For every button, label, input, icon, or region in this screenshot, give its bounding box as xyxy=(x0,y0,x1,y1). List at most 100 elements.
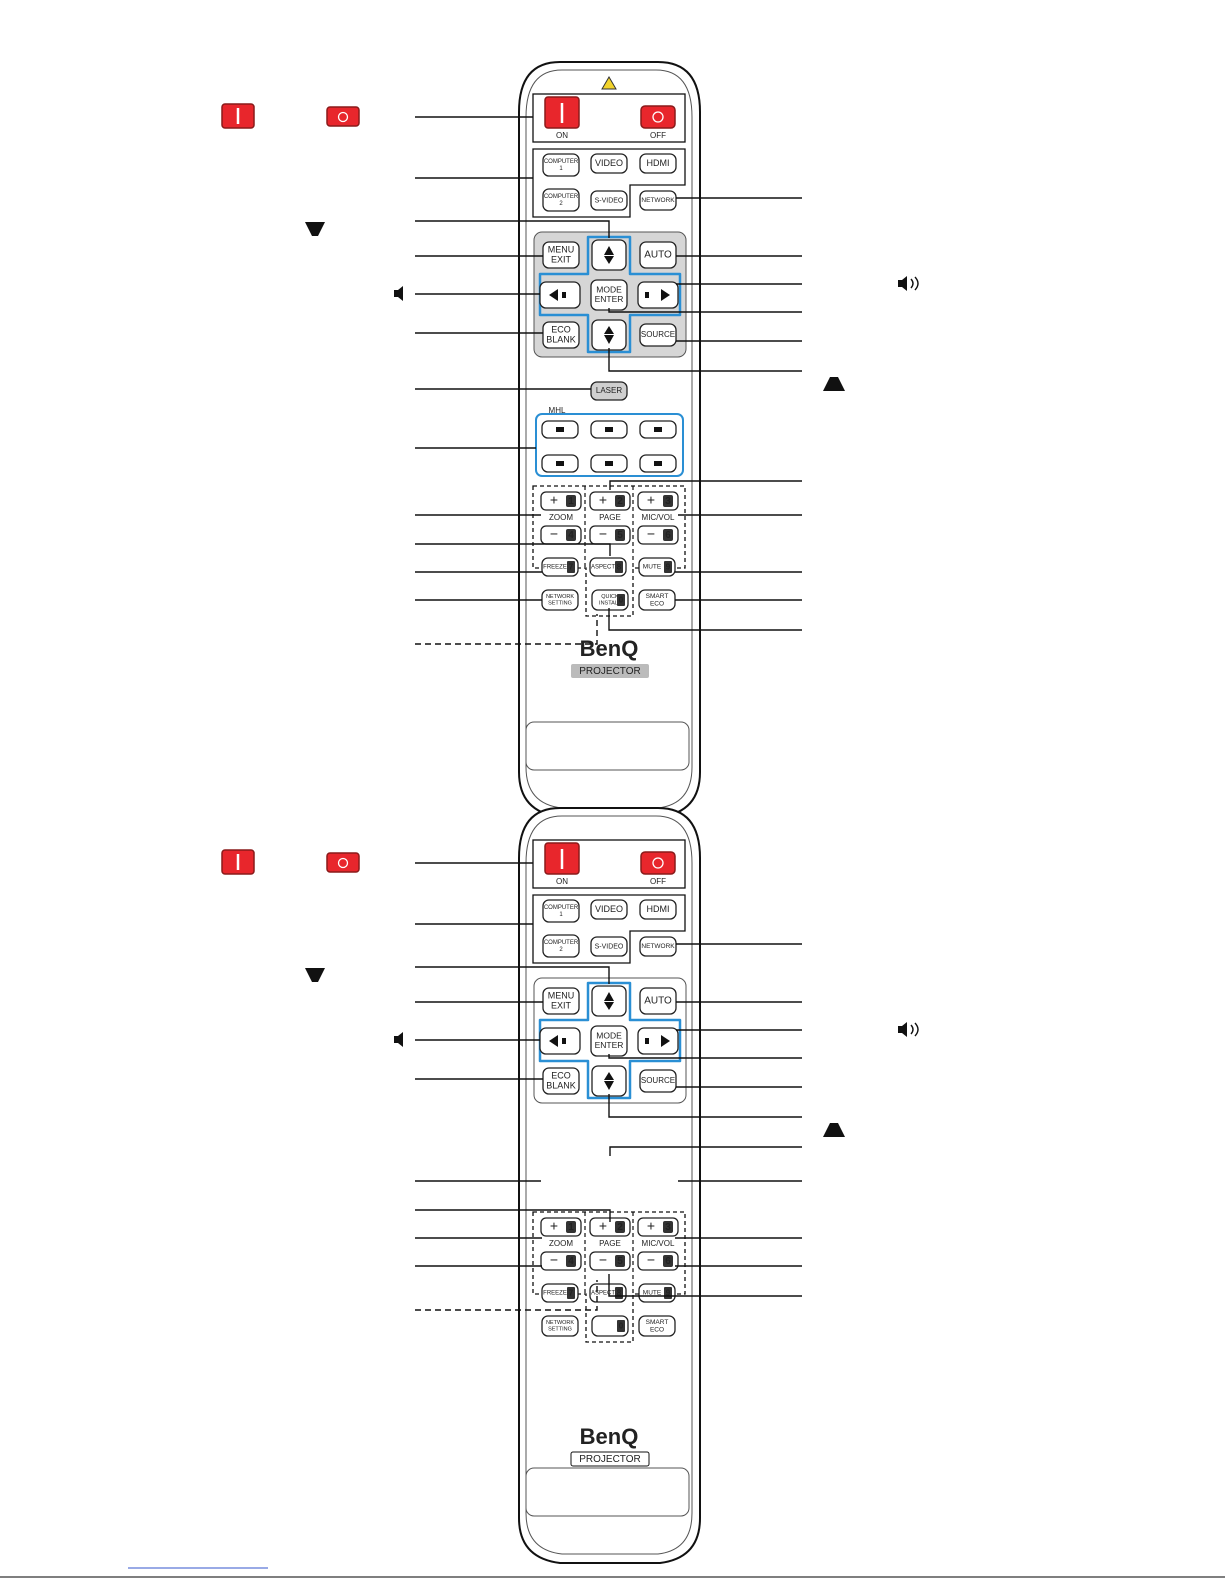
network-setting-button-text: NETWORK xyxy=(546,1320,574,1326)
menu-exit-button-body xyxy=(542,987,580,1015)
hdmi-button[interactable]: HDMI xyxy=(639,899,677,920)
right-vol-up-button-body xyxy=(637,1027,679,1055)
micvol-minus-button[interactable]: −6 xyxy=(637,525,679,545)
page-plus-button-digit-box xyxy=(615,495,625,507)
side-keystone-up-icon-1 xyxy=(823,377,845,391)
computer1-button-body xyxy=(542,899,580,923)
micvol-plus-button-digit-box xyxy=(663,1221,673,1233)
computer1-button-text: 1 xyxy=(559,166,563,172)
auto-button[interactable]: AUTO xyxy=(639,241,677,269)
smart-eco-button-text: SMART xyxy=(646,593,669,600)
eco-blank-button-text: ECO xyxy=(551,324,571,334)
mhl-rewind-button[interactable] xyxy=(541,454,579,473)
freeze-digit: 7 xyxy=(569,563,574,572)
quick-install-button[interactable]: 0 xyxy=(591,1315,629,1337)
right-arrow-icon xyxy=(661,1035,670,1047)
power-frame xyxy=(532,93,686,143)
power-off-button[interactable] xyxy=(640,105,676,129)
zoom-minus-button-digit: 4 xyxy=(568,1256,574,1267)
right-vol-up-button[interactable] xyxy=(637,281,679,309)
video-button[interactable]: VIDEO xyxy=(590,153,628,174)
zero-digit: 0 xyxy=(619,1322,624,1331)
page-plus-button[interactable]: +2 xyxy=(589,491,631,511)
mhl-prev-button[interactable] xyxy=(541,420,579,439)
micvol-minus-button[interactable]: −6 xyxy=(637,1251,679,1271)
side-volume-down-icon-1 xyxy=(394,286,403,301)
zoom-minus-button[interactable]: −4 xyxy=(540,1251,582,1271)
zoom-plus-button[interactable]: +1 xyxy=(540,491,582,511)
menu-exit-button-body xyxy=(542,241,580,269)
mhl-play-pause-button[interactable] xyxy=(590,420,628,439)
mhl-forward-button[interactable] xyxy=(639,454,677,473)
svideo-button[interactable]: S-VIDEO xyxy=(590,190,628,211)
micvol-plus-button[interactable]: +3 xyxy=(637,491,679,511)
laser-button[interactable]: LASER xyxy=(590,381,628,401)
network-button[interactable]: NETWORK xyxy=(639,190,677,211)
micvol-minus-button-sign: − xyxy=(647,526,655,542)
projector-logo-text: PROJECTOR xyxy=(579,666,641,677)
left-vol-down-button-body xyxy=(539,1027,581,1055)
page-minus-button[interactable]: −5 xyxy=(589,1251,631,1271)
keystone-down-button[interactable] xyxy=(591,1065,627,1097)
keystone-up-icon-base xyxy=(604,256,614,264)
keystone-down-button[interactable] xyxy=(591,319,627,351)
network-setting-button-text: SETTING xyxy=(548,601,572,607)
menu-exit-button-text: EXIT xyxy=(551,1000,572,1010)
source-button[interactable]: SOURCE xyxy=(639,323,677,347)
computer1-button-text: COMPUTER xyxy=(544,905,579,911)
zoom-minus-button-digit-box xyxy=(566,1255,576,1267)
page-plus-button[interactable]: +2 xyxy=(589,1217,631,1237)
hdmi-button[interactable]: HDMI xyxy=(639,153,677,174)
zoom-minus-button[interactable]: −4 xyxy=(540,525,582,545)
source-button[interactable]: SOURCE xyxy=(639,1069,677,1093)
keystone-up-button[interactable] xyxy=(591,985,627,1017)
eco-blank-button-body xyxy=(542,321,580,349)
left-arrow-icon xyxy=(549,1035,558,1047)
side-power-off-ring-2 xyxy=(337,857,349,869)
video-button[interactable]: VIDEO xyxy=(590,899,628,920)
keystone-up-button[interactable] xyxy=(591,239,627,271)
eco-blank-button-text: BLANK xyxy=(546,334,576,344)
source-button-text: SOURCE xyxy=(641,1076,675,1085)
micvol-plus-button[interactable]: +3 xyxy=(637,1217,679,1237)
freeze-text: FREEZE xyxy=(543,1291,567,1297)
smart-eco-button-body xyxy=(638,1315,676,1337)
power-off-button[interactable] xyxy=(640,851,676,875)
laser-button-text: LASER xyxy=(596,386,622,395)
auto-button[interactable]: AUTO xyxy=(639,987,677,1015)
zoom-plus-button[interactable]: +1 xyxy=(540,1217,582,1237)
network-button[interactable]: NETWORK xyxy=(639,936,677,957)
computer2-button-body xyxy=(542,934,580,958)
right-vol-up-button[interactable] xyxy=(637,1027,679,1055)
page-minus-button[interactable]: −5 xyxy=(589,525,631,545)
page-label: PAGE xyxy=(599,513,621,522)
mhl-next-button[interactable] xyxy=(639,420,677,439)
left-vol-down-button[interactable] xyxy=(539,1027,581,1055)
mhl-stop-button[interactable] xyxy=(590,454,628,473)
left-vol-down-button[interactable] xyxy=(539,281,581,309)
svideo-button[interactable]: S-VIDEO xyxy=(590,936,628,957)
micvol-minus-button-sign: − xyxy=(647,1252,655,1268)
